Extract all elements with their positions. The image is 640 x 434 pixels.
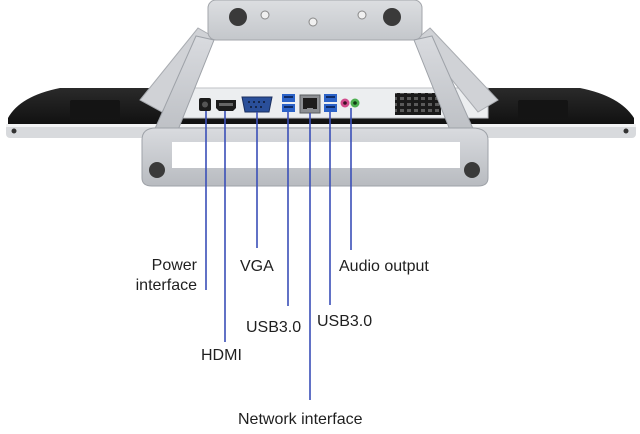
label-power-line2: interface xyxy=(135,277,197,294)
label-usb-left: USB3.0 xyxy=(246,319,302,336)
monitor-stand xyxy=(139,0,499,187)
label-audio-output: Audio output xyxy=(339,258,429,275)
vga-port-icon xyxy=(241,96,273,113)
label-vga: VGA xyxy=(240,258,274,275)
hdmi-port-icon xyxy=(216,100,236,111)
leader-lines xyxy=(205,108,352,400)
ethernet-port-icon xyxy=(299,94,321,114)
label-usb-right: USB3.0 xyxy=(317,313,373,330)
usb-port-icon xyxy=(324,94,337,112)
usb-port-icon xyxy=(282,94,295,112)
label-power-line1: Power xyxy=(151,257,197,274)
power-port-icon xyxy=(199,98,211,111)
label-network-interface: Network interface xyxy=(238,411,363,428)
audio-jack-icon xyxy=(340,98,360,108)
label-power-interface: Power interface xyxy=(136,256,197,296)
label-hdmi: HDMI xyxy=(201,347,242,364)
vent-grille-icon xyxy=(395,93,441,115)
